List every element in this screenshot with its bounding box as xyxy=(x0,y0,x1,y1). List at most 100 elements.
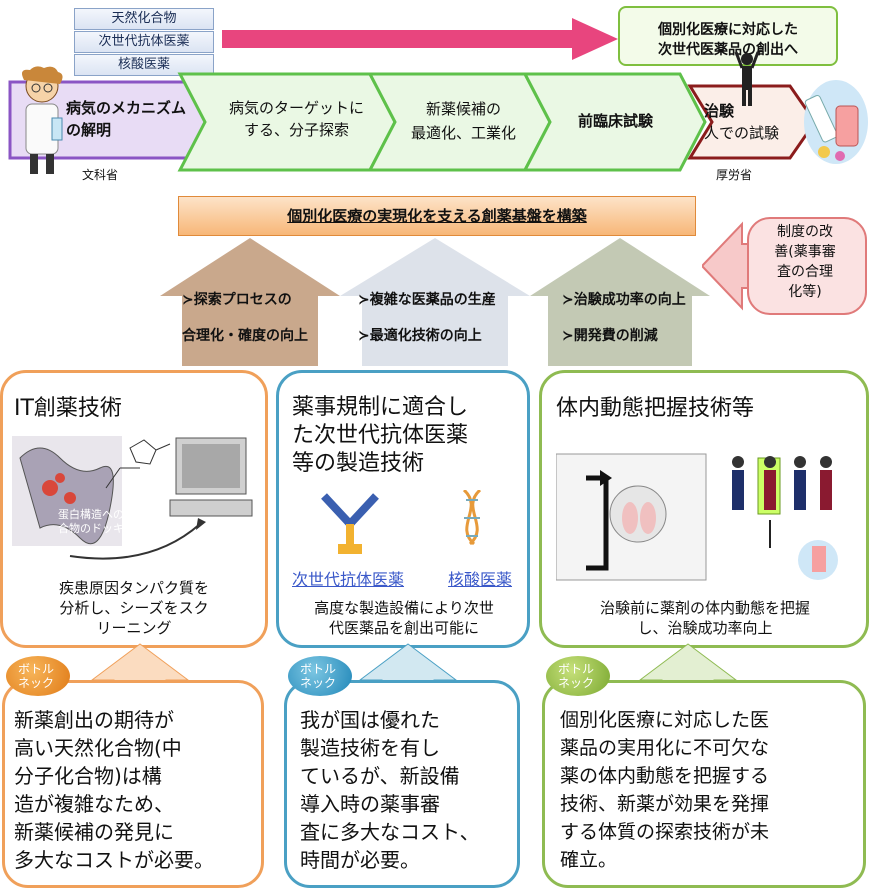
bottleneck-2-line2: 製造技術を有し xyxy=(300,736,440,760)
person-raising-arms-icon xyxy=(734,51,760,106)
bottleneck-badge-3: ボトル ネック xyxy=(546,656,610,696)
up-arrow-2: ≻複雑な医薬品の生産 ≻最適化技術の向上 xyxy=(358,282,496,354)
platform-bar-text: 個別化医療の実現化を支える創薬基盤を構築 xyxy=(287,207,587,225)
docking-caption-line2: 合物のドッキング xyxy=(58,522,146,535)
up-arrows xyxy=(160,238,710,366)
card2-title-line1: 薬事規制に適合し xyxy=(292,395,469,420)
bottleneck-1-line5: 新薬候補の発見に xyxy=(14,820,174,844)
card2-title-line2: た次世代抗体医薬 xyxy=(292,423,469,448)
bottleneck-3-line4: 技術、新薬が効果を発揮 xyxy=(560,793,770,815)
bottleneck-box-3 xyxy=(542,680,866,888)
reform-line3: 査の合理 xyxy=(777,264,833,280)
up-arrow-3-line2: ≻開発費の削減 xyxy=(562,328,658,344)
platform-bar: 個別化医療の実現化を支える創薬基盤を構築 xyxy=(178,196,696,236)
bottleneck-1-line4: 造が複雑なため、 xyxy=(14,792,174,816)
goal-line1: 個別化医療に対応した xyxy=(658,22,798,38)
stage-target: 病気のターゲットに する、分子探索 xyxy=(214,97,379,141)
ministry-left: 文科省 xyxy=(82,168,119,182)
bottleneck-3-line1: 個別化医療に対応した医 xyxy=(560,709,770,731)
up-arrow-2-line1: ≻複雑な医薬品の生産 xyxy=(358,292,496,308)
bottleneck-3-line3: 薬の体内動態を把握する xyxy=(560,765,770,787)
docking-caption-line1: 蛋白構造への化 xyxy=(58,508,135,521)
card1-desc-line3: リーニング xyxy=(96,619,172,637)
reform-line2: 善(薬事審 xyxy=(774,244,836,260)
badge-3-line2: ネック xyxy=(558,676,595,690)
bottleneck-arrows xyxy=(90,643,738,684)
stage-clinical-line2: 人での試験 xyxy=(704,124,780,142)
card1-desc: 疾患原因タンパク質を 分析し、シーズをスク リーニング xyxy=(14,578,254,638)
bottleneck-1-line2: 高い天然化合物(中 xyxy=(14,736,182,760)
pharmacokinetics-figure xyxy=(556,453,838,581)
badge-1-line1: ボトル xyxy=(18,662,55,676)
docking-figure xyxy=(12,436,253,560)
bottleneck-2-line5: 査に多大なコスト、 xyxy=(300,820,480,844)
reform-text: 制度の改 善(薬事審 査の合理 化等) xyxy=(752,222,858,302)
card3-desc-line1: 治験前に薬剤の体内動態を把握 xyxy=(599,599,810,617)
card2-title-line3: 等の製造技術 xyxy=(292,451,425,476)
up-arrow-2-line2: ≻最適化技術の向上 xyxy=(358,328,482,344)
card1-title: IT創薬技術 xyxy=(14,396,122,421)
stage-clinical-line1: 治験 xyxy=(704,102,735,120)
card2-desc-line2: 代医薬品を創出可能に xyxy=(328,619,479,637)
card3-title: 体内動態把握技術等 xyxy=(556,396,755,421)
stage-mechanism: 病気のメカニズム の解明 xyxy=(66,97,226,141)
up-arrow-1-line1: ≻探索プロセスの xyxy=(182,292,292,308)
card3-desc: 治験前に薬剤の体内動態を把握 し、治験成功率向上 xyxy=(552,598,858,638)
goal-box: 個別化医療に対応した 次世代医薬品の創出へ xyxy=(618,6,838,66)
reform-arrow xyxy=(702,217,867,315)
goal-line2: 次世代医薬品の創出へ xyxy=(658,42,798,58)
pipeline-diagram xyxy=(8,72,817,172)
bottleneck-1-line1: 新薬創出の期待が xyxy=(14,708,174,732)
bottleneck-badge-1: ボトル ネック xyxy=(6,656,70,696)
bottleneck-badge-2: ボトル ネック xyxy=(288,656,352,696)
stage-target-line1: 病気のターゲットに xyxy=(228,99,364,117)
badge-2-line2: ネック xyxy=(300,676,337,690)
stage-mechanism-line2: の解明 xyxy=(66,121,112,139)
bottleneck-3-line5: する体質の探索技術が未 xyxy=(560,821,770,843)
card2-desc: 高度な製造設備により次世 代医薬品を創出可能に xyxy=(286,598,522,638)
stage-optimization-line2: 最適化、工業化 xyxy=(410,124,516,142)
badge-3-line1: ボトル xyxy=(558,662,595,676)
stage-clinical: 治験 人での試験 xyxy=(704,100,794,144)
bottleneck-text-3: 個別化医療に対応した医 薬品の実用化に不可欠な 薬の体内動態を把握する 技術、新… xyxy=(560,706,860,874)
bottleneck-2-line6: 時間が必要。 xyxy=(300,848,420,872)
progress-arrow xyxy=(222,18,618,60)
badge-2-line1: ボトル xyxy=(300,662,337,676)
bottleneck-2-line3: ているが、新設備 xyxy=(300,764,460,788)
bottleneck-2-line4: 導入時の薬事審 xyxy=(300,792,440,816)
badge-1-line2: ネック xyxy=(18,676,55,690)
antibody-dna-figure xyxy=(321,490,482,554)
bottleneck-2-line1: 我が国は優れた xyxy=(300,708,440,732)
label-next-gen-antibody: 次世代抗体医薬 xyxy=(74,31,214,53)
ministry-right: 厚労省 xyxy=(716,168,753,182)
bottleneck-3-line6: 確立。 xyxy=(560,849,618,871)
up-arrow-3-line1: ≻治験成功率の向上 xyxy=(562,292,686,308)
reform-line1: 制度の改 xyxy=(777,224,833,240)
bottleneck-1-line3: 分子化合物)は構 xyxy=(14,764,162,788)
card2-desc-line1: 高度な製造設備により次世 xyxy=(314,599,494,617)
bottleneck-box-1 xyxy=(2,680,264,888)
bottleneck-3-line2: 薬品の実用化に不可欠な xyxy=(560,737,770,759)
stage-preclinical: 前臨床試験 xyxy=(577,112,653,130)
reform-line4: 化等) xyxy=(788,284,822,300)
bottleneck-text-1: 新薬創出の期待が 高い天然化合物(中 分子化合物)は構 造が複雑なため、 新薬候… xyxy=(14,706,260,874)
bottleneck-1-line6: 多大なコストが必要。 xyxy=(14,848,214,872)
up-arrow-1: ≻探索プロセスの 合理化・確度の向上 xyxy=(182,282,308,354)
up-arrow-1-line2: 合理化・確度の向上 xyxy=(182,328,308,344)
label-natural-compounds: 天然化合物 xyxy=(74,8,214,30)
link-nucleic-acid[interactable]: 核酸医薬 xyxy=(448,570,513,589)
docking-caption: 蛋白構造への化 合物のドッキング xyxy=(58,508,146,536)
medicine-icon xyxy=(804,80,868,164)
link-next-gen-antibody[interactable]: 次世代抗体医薬 xyxy=(292,570,405,589)
card1-desc-line2: 分析し、シーズをスク xyxy=(59,599,209,617)
stage-optimization: 新薬候補の 最適化、工業化 xyxy=(396,97,531,145)
stage-target-line2: する、分子探索 xyxy=(243,121,349,139)
stage-mechanism-line1: 病気のメカニズム xyxy=(66,99,187,117)
card-manufacturing xyxy=(276,370,530,648)
card1-desc-line1: 疾患原因タンパク質を xyxy=(58,579,209,597)
label-nucleic-acid: 核酸医薬 xyxy=(74,54,214,76)
up-arrow-3: ≻治験成功率の向上 ≻開発費の削減 xyxy=(562,282,686,354)
scientist-icon xyxy=(22,66,63,174)
card2-title: 薬事規制に適合し た次世代抗体医薬 等の製造技術 xyxy=(292,394,522,478)
bottleneck-box-2 xyxy=(284,680,520,888)
